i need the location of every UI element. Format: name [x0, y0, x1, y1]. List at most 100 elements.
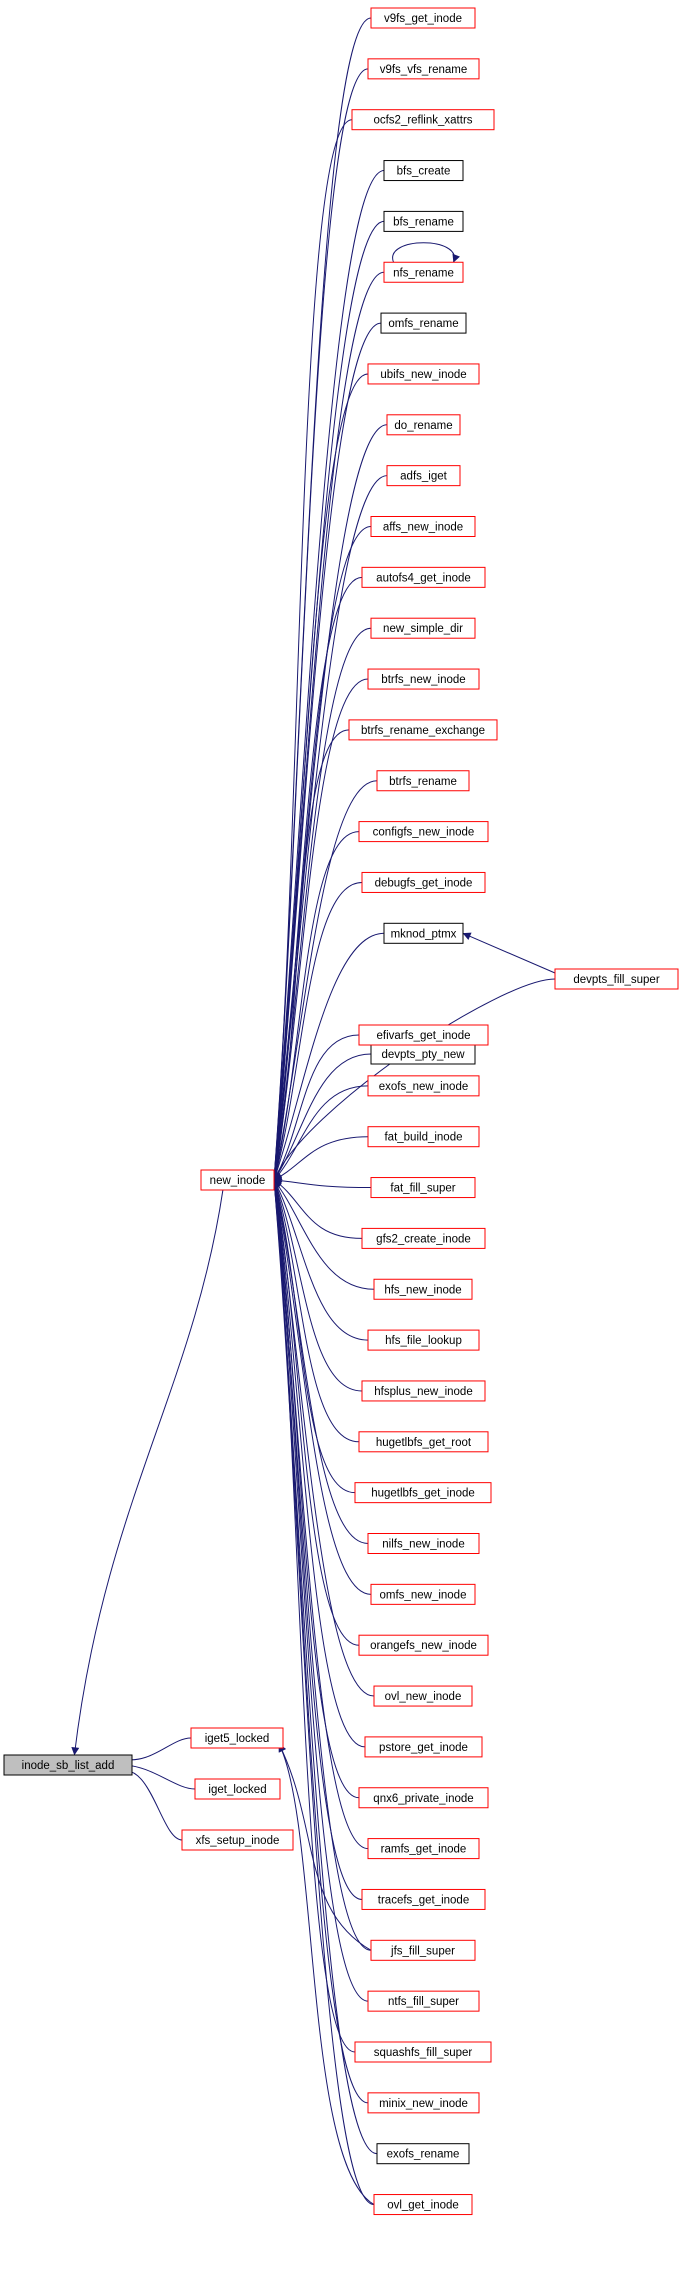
node-box-ntfs_fill_super — [367, 1990, 480, 2012]
node-orangefs_new_inode[interactable]: orangefs_new_inode — [358, 1634, 489, 1656]
node-pstore_get_inode[interactable]: pstore_get_inode — [364, 1736, 483, 1758]
node-v9fs_vfs_rename[interactable]: v9fs_vfs_rename — [367, 58, 480, 80]
node-devpts_pty_new[interactable]: devpts_pty_new — [370, 1043, 476, 1065]
node-btrfs_new_inode[interactable]: btrfs_new_inode — [367, 668, 480, 690]
edge-omfs_new_inode-to-new_inode — [271, 1179, 372, 1595]
node-box-hfsplus_new_inode — [361, 1380, 486, 1402]
node-box-bfs_create — [383, 160, 464, 182]
node-label-devpts_pty_new: devpts_pty_new — [381, 1049, 465, 1061]
node-box-do_rename — [386, 414, 461, 436]
node-new_inode[interactable]: new_inode — [200, 1169, 275, 1191]
edge-fat_build_inode-to-new_inode — [273, 1136, 369, 1181]
node-box-pstore_get_inode — [364, 1736, 483, 1758]
node-label-omfs_new_inode: omfs_new_inode — [380, 1589, 467, 1601]
node-label-mknod_ptmx: mknod_ptmx — [391, 928, 457, 940]
node-exofs_new_inode[interactable]: exofs_new_inode — [367, 1075, 480, 1097]
node-label-new_simple_dir: new_simple_dir — [383, 623, 463, 635]
edge-fat_fill_super-to-new_inode — [273, 1176, 372, 1189]
node-efivarfs_get_inode[interactable]: efivarfs_get_inode — [358, 1024, 489, 1046]
node-label-orangefs_new_inode: orangefs_new_inode — [370, 1640, 477, 1652]
node-box-debugfs_get_inode — [361, 871, 486, 893]
node-configfs_new_inode[interactable]: configfs_new_inode — [358, 821, 489, 843]
node-xfs_setup_inode[interactable]: xfs_setup_inode — [181, 1829, 294, 1851]
node-hfsplus_new_inode[interactable]: hfsplus_new_inode — [361, 1380, 486, 1402]
edge-new_inode-to-inode_sb_list_add — [71, 1189, 224, 1756]
node-label-tracefs_get_inode: tracefs_get_inode — [378, 1894, 469, 1906]
node-v9fs_get_inode[interactable]: v9fs_get_inode — [370, 7, 476, 29]
node-do_rename[interactable]: do_rename — [386, 414, 461, 436]
node-label-gfs2_create_inode: gfs2_create_inode — [376, 1233, 471, 1245]
node-gfs2_create_inode[interactable]: gfs2_create_inode — [361, 1227, 486, 1249]
node-bfs_create[interactable]: bfs_create — [383, 160, 464, 182]
node-label-efivarfs_get_inode: efivarfs_get_inode — [377, 1030, 471, 1042]
node-mknod_ptmx[interactable]: mknod_ptmx — [383, 922, 464, 944]
node-label-bfs_rename: bfs_rename — [393, 216, 454, 228]
node-box-adfs_iget — [386, 465, 461, 487]
node-label-exofs_rename: exofs_rename — [387, 2149, 460, 2161]
node-box-devpts_fill_super — [554, 968, 679, 990]
node-label-adfs_iget: adfs_iget — [400, 471, 447, 483]
node-inode_sb_list_add[interactable]: inode_sb_list_add — [3, 1754, 133, 1776]
node-ovl_new_inode[interactable]: ovl_new_inode — [373, 1685, 473, 1707]
node-ntfs_fill_super[interactable]: ntfs_fill_super — [367, 1990, 480, 2012]
node-box-affs_new_inode — [370, 516, 476, 537]
node-box-hugetlbfs_get_root — [358, 1431, 489, 1453]
node-label-btrfs_rename_exchange: btrfs_rename_exchange — [361, 725, 485, 737]
node-fat_fill_super[interactable]: fat_fill_super — [370, 1177, 476, 1199]
node-adfs_iget[interactable]: adfs_iget — [386, 465, 461, 487]
node-box-ramfs_get_inode — [367, 1838, 480, 1860]
node-hfs_file_lookup[interactable]: hfs_file_lookup — [367, 1329, 480, 1351]
node-squashfs_fill_super[interactable]: squashfs_fill_super — [354, 2041, 492, 2063]
node-minix_new_inode[interactable]: minix_new_inode — [367, 2092, 480, 2114]
node-fat_build_inode[interactable]: fat_build_inode — [367, 1126, 480, 1148]
node-nilfs_new_inode[interactable]: nilfs_new_inode — [367, 1533, 480, 1554]
node-label-v9fs_vfs_rename: v9fs_vfs_rename — [380, 64, 468, 76]
node-label-hfsplus_new_inode: hfsplus_new_inode — [374, 1386, 472, 1398]
edge-ubifs_new_inode-to-new_inode — [270, 373, 369, 1181]
node-ocfs2_reflink_xattrs[interactable]: ocfs2_reflink_xattrs — [351, 109, 495, 131]
node-iget5_locked[interactable]: iget5_locked — [190, 1727, 284, 1749]
node-qnx6_private_inode[interactable]: qnx6_private_inode — [358, 1787, 489, 1809]
node-debugfs_get_inode[interactable]: debugfs_get_inode — [361, 871, 486, 893]
edge-ovl_new_inode-to-new_inode — [271, 1179, 375, 1697]
edge-gfs2_create_inode-to-new_inode — [273, 1179, 363, 1239]
node-box-new_inode — [200, 1169, 275, 1191]
node-new_simple_dir[interactable]: new_simple_dir — [370, 617, 476, 639]
node-bfs_rename[interactable]: bfs_rename — [383, 210, 464, 232]
node-box-fat_fill_super — [370, 1177, 476, 1199]
node-btrfs_rename[interactable]: btrfs_rename — [376, 770, 470, 792]
node-hugetlbfs_get_root[interactable]: hugetlbfs_get_root — [358, 1431, 489, 1453]
node-hugetlbfs_get_inode[interactable]: hugetlbfs_get_inode — [354, 1482, 492, 1504]
node-hfs_new_inode[interactable]: hfs_new_inode — [373, 1278, 473, 1300]
node-box-qnx6_private_inode — [358, 1787, 489, 1809]
node-devpts_fill_super[interactable]: devpts_fill_super — [554, 968, 679, 990]
node-affs_new_inode[interactable]: affs_new_inode — [370, 516, 476, 537]
node-label-fat_build_inode: fat_build_inode — [384, 1132, 462, 1144]
node-label-omfs_rename: omfs_rename — [388, 318, 458, 330]
node-label-ntfs_fill_super: ntfs_fill_super — [388, 1996, 459, 2008]
edge-do_rename-to-new_inode — [270, 424, 388, 1181]
node-label-ocfs2_reflink_xattrs: ocfs2_reflink_xattrs — [373, 115, 472, 127]
edge-pstore_get_inode-to-new_inode — [271, 1179, 366, 1748]
node-jfs_fill_super[interactable]: jfs_fill_super — [370, 1939, 476, 1961]
node-autofs4_get_inode[interactable]: autofs4_get_inode — [361, 566, 486, 588]
node-box-iget5_locked — [190, 1727, 284, 1749]
node-iget_locked[interactable]: iget_locked — [194, 1778, 281, 1800]
node-tracefs_get_inode[interactable]: tracefs_get_inode — [361, 1888, 486, 1910]
node-box-minix_new_inode — [367, 2092, 480, 2114]
node-btrfs_rename_exchange[interactable]: btrfs_rename_exchange — [348, 719, 498, 741]
node-label-ubifs_new_inode: ubifs_new_inode — [380, 369, 466, 381]
node-ramfs_get_inode[interactable]: ramfs_get_inode — [367, 1838, 480, 1860]
edge-hfs_new_inode-to-new_inode — [273, 1179, 375, 1290]
node-box-orangefs_new_inode — [358, 1634, 489, 1656]
edge-ramfs_get_inode-to-new_inode — [270, 1179, 369, 1850]
node-omfs_new_inode[interactable]: omfs_new_inode — [370, 1583, 476, 1605]
node-label-debugfs_get_inode: debugfs_get_inode — [375, 877, 473, 889]
node-omfs_rename[interactable]: omfs_rename — [380, 312, 467, 334]
node-nfs_rename[interactable]: nfs_rename — [383, 261, 464, 283]
node-exofs_rename[interactable]: exofs_rename — [376, 2143, 470, 2165]
node-ubifs_new_inode[interactable]: ubifs_new_inode — [367, 363, 480, 385]
node-label-qnx6_private_inode: qnx6_private_inode — [373, 1793, 473, 1805]
node-ovl_get_inode[interactable]: ovl_get_inode — [373, 2194, 473, 2216]
node-box-hfs_file_lookup — [367, 1329, 480, 1351]
